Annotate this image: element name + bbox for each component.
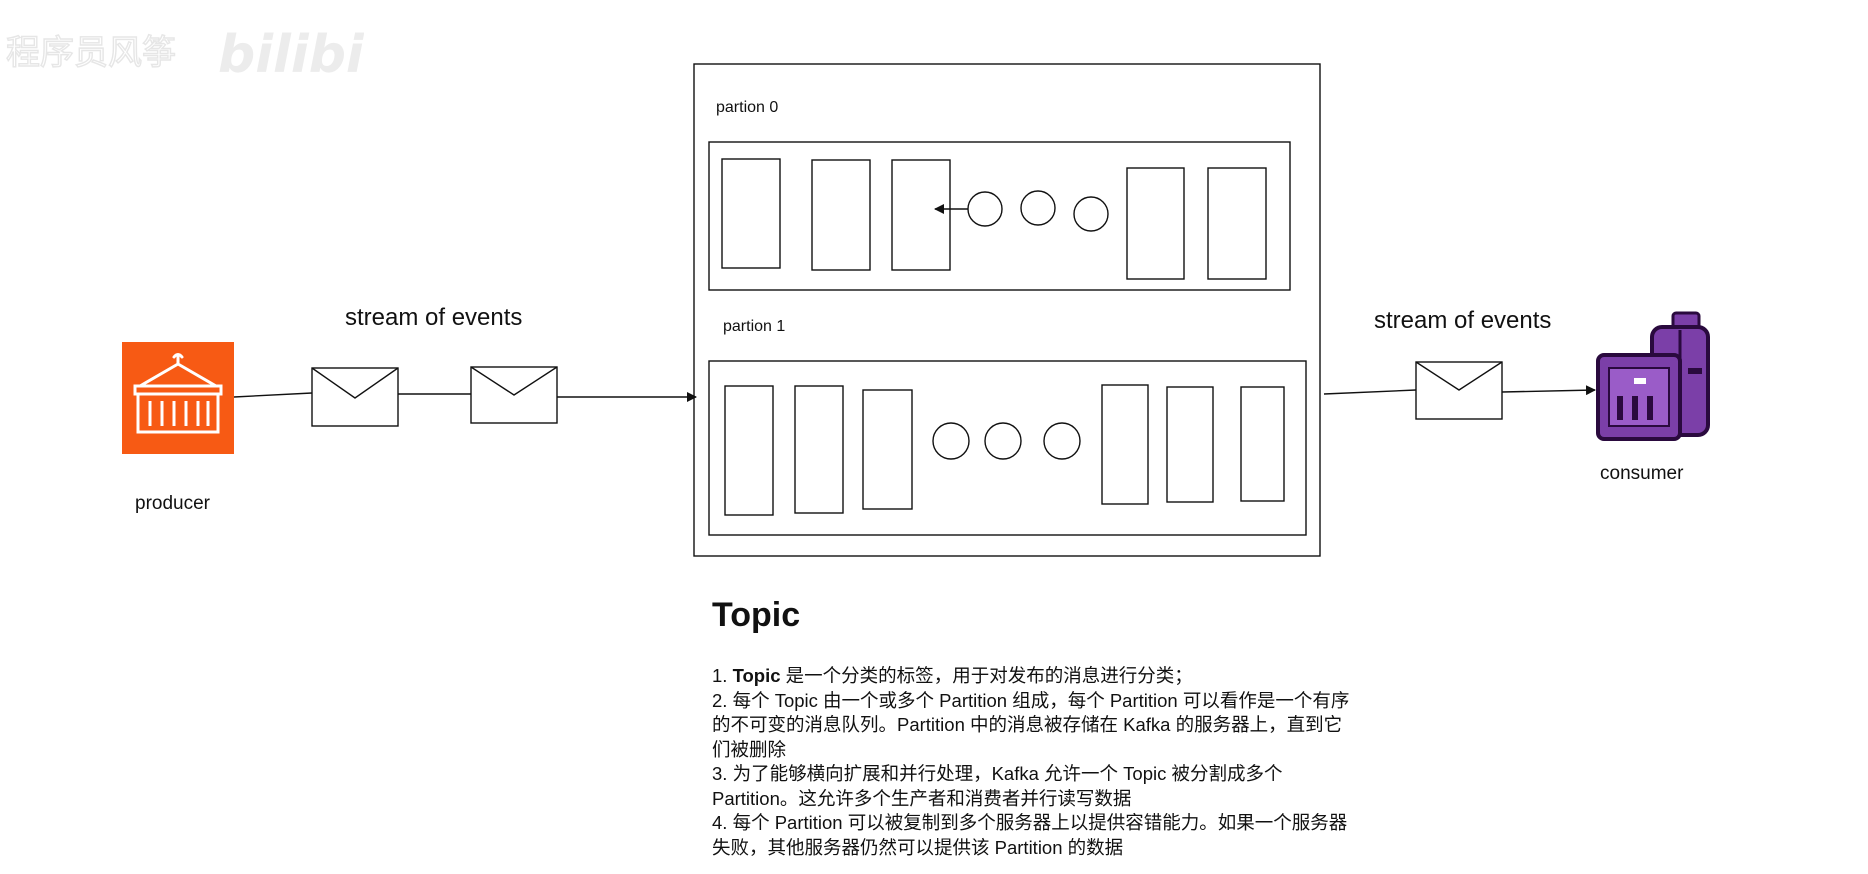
partition-1-message [1101,384,1149,505]
partition-0-pending-event [1073,196,1109,232]
envelope-icon [1415,361,1503,420]
topic-description: 1. Topic 是一个分类的标签，用于对发布的消息进行分类； 2. 每个 To… [712,664,1352,860]
partition-1-pending-event [932,422,970,460]
partition-1-message [1166,386,1214,503]
partition-0-label: partion 0 [716,99,779,116]
envelope-icon [470,366,558,424]
partition-1-pending-event [1043,422,1081,460]
svg-text:程序员风筝: 程序员风筝 [6,33,176,73]
partition-0-message [891,159,951,271]
envelope-icon [311,367,399,427]
point-text: 每个 Partition 可以被复制到多个服务器上以提供容错能力。如果一个服务器… [712,812,1348,858]
partition-1-box [708,360,1307,536]
partition-1-message [794,385,844,514]
stream-label-left: stream of events [345,304,523,331]
shipping-container-icon [122,342,234,454]
container-ship-icon [1596,311,1710,441]
partition-0-pending-event [967,191,1003,227]
point-number: 4. [712,812,733,833]
point-text: 每个 Topic 由一个或多个 Partition 组成，每个 Partitio… [712,689,1350,760]
partition-0-message [811,159,871,271]
topic-point: 4. 每个 Partition 可以被复制到多个服务器上以提供容错能力。如果一个… [712,811,1352,860]
point-number: 3. [712,763,733,784]
topic-box [693,63,1321,557]
partition-1-message [1240,386,1285,502]
connector-topic-envelope [1323,389,1417,395]
topic-point: 3. 为了能够横向扩展和并行处理，Kafka 允许一个 Topic 被分割成多个… [712,762,1352,811]
partition-1-label: partion 1 [723,318,786,335]
topic-title: Topic [712,596,801,634]
point-text: 为了能够横向扩展和并行处理，Kafka 允许一个 Topic 被分割成多个 Pa… [712,763,1283,809]
partition-0-message [1126,167,1185,280]
topic-point: 1. Topic 是一个分类的标签，用于对发布的消息进行分类； [712,664,1352,689]
consumer-label: consumer [1600,463,1684,484]
partition-1-pending-event [984,422,1022,460]
point-keyword: Topic [732,665,781,686]
point-number: 2. [712,689,733,711]
arrow-to-consumer [1501,385,1596,396]
svg-text:bilibili: bilibili [218,25,364,84]
watermark-logo: 程序员风筝 bilibili [5,25,364,84]
partition-0-pending-event [1020,190,1056,226]
topic-point: 2. 每个 Topic 由一个或多个 Partition 组成，每个 Parti… [712,689,1352,763]
producer-label: producer [135,493,210,514]
stream-label-right: stream of events [1374,307,1552,334]
point-text: 是一个分类的标签，用于对发布的消息进行分类； [780,665,1193,686]
partition-1-message [862,389,913,510]
partition-0-message [1207,167,1267,280]
partition-0-message [721,158,781,269]
point-number: 1. [712,665,733,686]
partition-1-message [724,385,774,516]
connector-producer-envelope [233,392,313,398]
partition-0-box [708,141,1291,291]
